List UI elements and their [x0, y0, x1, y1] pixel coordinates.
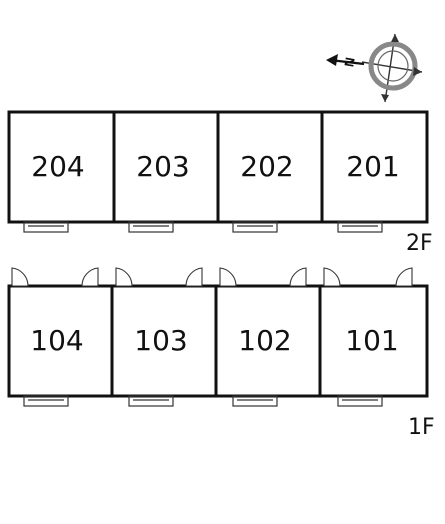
- door-icon: [323, 267, 341, 287]
- balcony-icon: [23, 395, 69, 407]
- unit-202-label: 202: [240, 150, 293, 183]
- floor-2f: 204 203 202 201: [7, 110, 429, 233]
- floor-1f-outline: [7, 284, 429, 398]
- door-icon: [11, 267, 29, 287]
- compass-north-label: N: [341, 56, 357, 68]
- floor-1f-label: 1F: [408, 415, 435, 440]
- unit-201-label: 201: [346, 150, 399, 183]
- door-icon: [289, 267, 307, 287]
- balcony-icon: [128, 221, 174, 233]
- door-icon: [395, 267, 413, 287]
- balcony-icon: [128, 395, 174, 407]
- balcony-icon: [337, 221, 383, 233]
- door-icon: [81, 267, 99, 287]
- door-icon: [219, 267, 237, 287]
- balcony-icon: [23, 221, 69, 233]
- door-icon: [185, 267, 203, 287]
- unit-203-label: 203: [136, 150, 189, 183]
- unit-102-label: 102: [238, 324, 291, 357]
- balcony-icon: [232, 395, 278, 407]
- unit-101-label: 101: [345, 324, 398, 357]
- floor-1f: 104 103 102 101: [7, 267, 429, 407]
- door-icon: [115, 267, 133, 287]
- balcony-icon: [337, 395, 383, 407]
- floor-2f-label: 2F: [406, 231, 433, 256]
- balcony-icon: [232, 221, 278, 233]
- unit-103-label: 103: [134, 324, 187, 357]
- unit-104-label: 104: [30, 324, 83, 357]
- compass-rose-icon: [326, 33, 423, 103]
- unit-204-label: 204: [31, 150, 84, 183]
